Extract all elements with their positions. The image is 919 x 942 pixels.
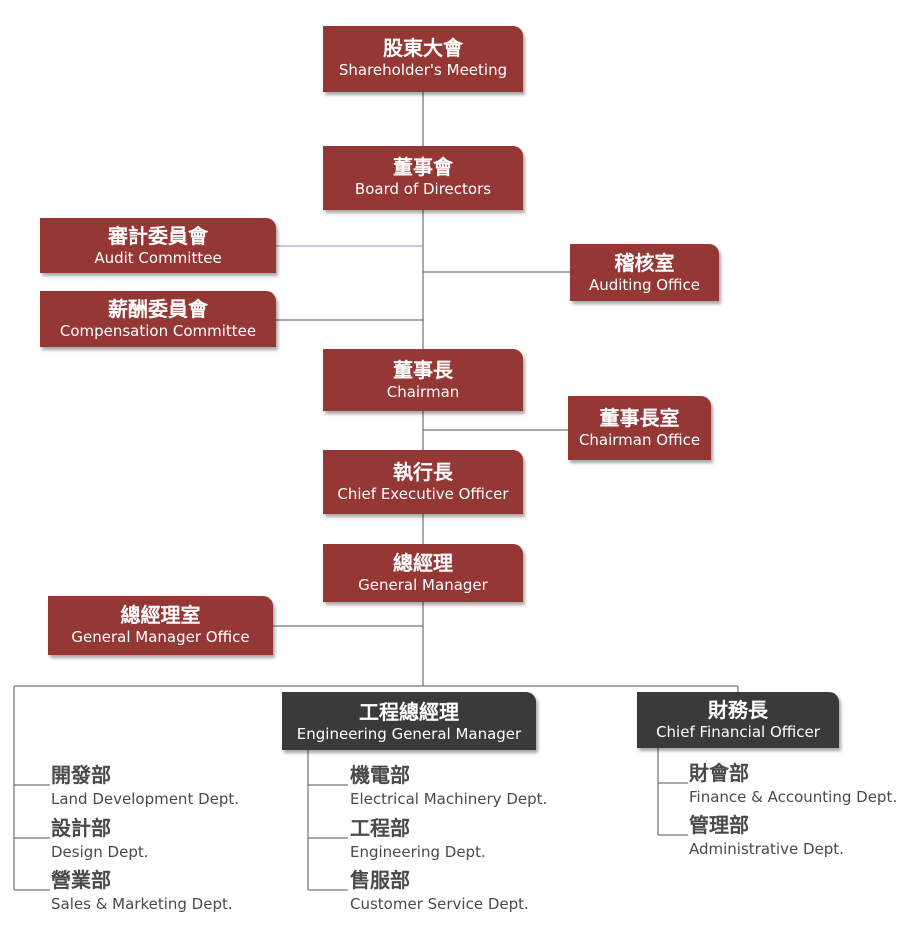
- dept-zh: 財會部: [689, 761, 749, 785]
- general-manager-box: 總經理 General Manager: [323, 544, 523, 602]
- chairman-office-en: Chairman Office: [578, 431, 701, 449]
- compensation-committee-en: Compensation Committee: [59, 322, 257, 340]
- board-of-directors-box: 董事會 Board of Directors: [323, 146, 523, 210]
- audit-committee-zh: 審計委員會: [108, 224, 208, 248]
- audit-committee-box: 審計委員會 Audit Committee: [40, 218, 276, 273]
- general-manager-zh: 總經理: [393, 551, 453, 575]
- engineering-gm-en: Engineering General Manager: [296, 725, 522, 743]
- chairman-zh: 董事長: [393, 358, 453, 382]
- dept-land-development: 開發部 Land Development Dept.: [51, 762, 239, 810]
- chairman-box: 董事長 Chairman: [323, 349, 523, 411]
- chairman-en: Chairman: [386, 383, 460, 401]
- dept-design: 設計部 Design Dept.: [51, 815, 149, 863]
- dept-zh: 營業部: [51, 868, 111, 892]
- auditing-office-en: Auditing Office: [588, 276, 701, 294]
- dept-customer-service: 售服部 Customer Service Dept.: [350, 867, 529, 915]
- dept-en: Administrative Dept.: [689, 840, 844, 858]
- auditing-office-box: 稽核室 Auditing Office: [570, 244, 719, 301]
- board-of-directors-zh: 董事會: [393, 155, 453, 179]
- board-of-directors-en: Board of Directors: [354, 180, 492, 198]
- dept-en: Electrical Machinery Dept.: [350, 790, 548, 808]
- dept-en: Sales & Marketing Dept.: [51, 895, 233, 913]
- dept-electrical-machinery: 機電部 Electrical Machinery Dept.: [350, 762, 547, 810]
- dept-administrative: 管理部 Administrative Dept.: [689, 812, 844, 860]
- dept-en: Land Development Dept.: [51, 790, 240, 808]
- shareholders-meeting-box: 股東大會 Shareholder's Meeting: [323, 26, 523, 92]
- ceo-en: Chief Executive Officer: [337, 485, 509, 503]
- compensation-committee-zh: 薪酬委員會: [108, 297, 208, 321]
- dept-zh: 設計部: [51, 816, 111, 840]
- dept-en: Design Dept.: [51, 843, 149, 861]
- auditing-office-zh: 稽核室: [614, 251, 675, 275]
- ceo-box: 執行長 Chief Executive Officer: [323, 450, 523, 514]
- audit-committee-en: Audit Committee: [94, 249, 222, 267]
- dept-zh: 開發部: [51, 763, 111, 787]
- engineering-gm-zh: 工程總經理: [359, 700, 459, 724]
- compensation-committee-box: 薪酬委員會 Compensation Committee: [40, 291, 276, 347]
- gm-office-zh: 總經理室: [120, 603, 201, 627]
- cfo-en: Chief Financial Officer: [656, 723, 820, 741]
- ceo-zh: 執行長: [393, 460, 453, 484]
- dept-finance-accounting: 財會部 Finance & Accounting Dept.: [689, 760, 897, 808]
- cfo-box: 財務長 Chief Financial Officer: [637, 692, 839, 748]
- shareholders-meeting-zh: 股東大會: [383, 36, 463, 60]
- general-manager-en: General Manager: [358, 576, 488, 594]
- shareholders-meeting-en: Shareholder's Meeting: [338, 61, 508, 79]
- dept-engineering: 工程部 Engineering Dept.: [350, 815, 486, 863]
- dept-zh: 管理部: [689, 813, 749, 837]
- dept-zh: 機電部: [350, 763, 410, 787]
- dept-en: Finance & Accounting Dept.: [689, 788, 898, 806]
- dept-sales-marketing: 營業部 Sales & Marketing Dept.: [51, 867, 233, 915]
- dept-en: Engineering Dept.: [350, 843, 486, 861]
- chairman-office-zh: 董事長室: [599, 406, 680, 430]
- engineering-gm-box: 工程總經理 Engineering General Manager: [282, 692, 536, 750]
- dept-en: Customer Service Dept.: [350, 895, 529, 913]
- gm-office-box: 總經理室 General Manager Office: [48, 596, 273, 655]
- chairman-office-box: 董事長室 Chairman Office: [568, 396, 711, 460]
- dept-zh: 售服部: [350, 868, 410, 892]
- cfo-zh: 財務長: [708, 698, 768, 722]
- dept-zh: 工程部: [350, 816, 410, 840]
- gm-office-en: General Manager Office: [71, 628, 250, 646]
